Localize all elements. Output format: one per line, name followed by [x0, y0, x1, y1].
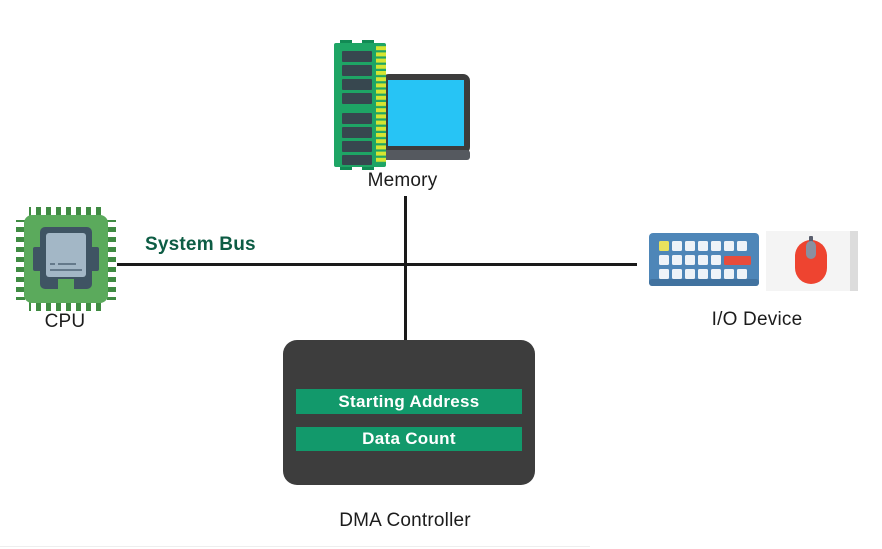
- dma-controller-label: DMA Controller: [339, 510, 471, 531]
- system-bus-line: [117, 263, 637, 266]
- cpu-label: CPU: [44, 311, 86, 332]
- system-bus-label: System Bus: [145, 234, 256, 255]
- io-device-mouse: [766, 231, 858, 291]
- bottom-divider: [0, 546, 590, 547]
- dma-register-starting-address: Starting Address: [296, 389, 522, 414]
- dma-register-data-count: Data Count: [296, 427, 522, 451]
- io-device-node: [649, 230, 761, 288]
- memory-icon: [334, 40, 470, 170]
- io-device-label: I/O Device: [711, 309, 803, 330]
- mouse-icon: [766, 231, 858, 291]
- cpu-node: [16, 207, 116, 311]
- laptop-icon: [376, 74, 470, 160]
- ram-icon: [334, 40, 386, 170]
- memory-to-dma-line: [404, 196, 407, 340]
- memory-node: [330, 40, 470, 170]
- cpu-chip-icon: [16, 207, 116, 311]
- dma-controller-box: Starting Address Data Count: [283, 340, 535, 485]
- keyboard-icon: [649, 233, 759, 286]
- memory-label: Memory: [367, 170, 438, 191]
